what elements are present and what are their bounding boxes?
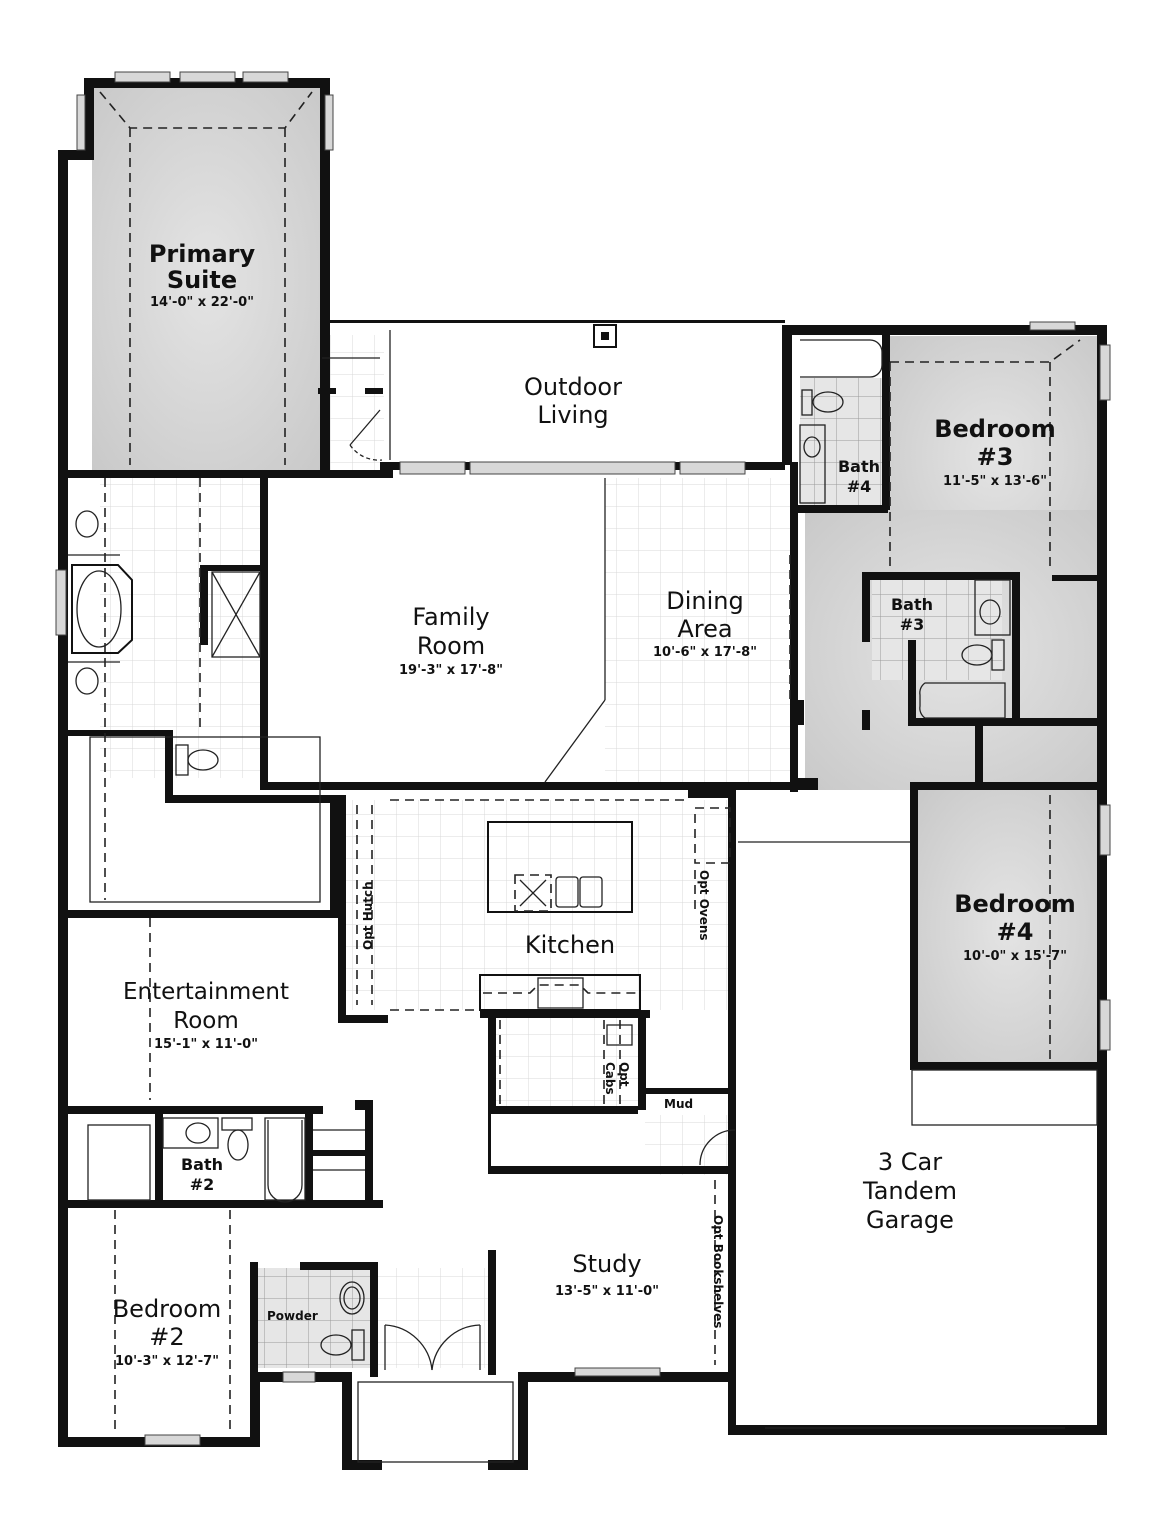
bath3-name-1: Bath	[891, 595, 933, 614]
dining-tile	[605, 478, 790, 783]
bath2-name-2: #2	[190, 1175, 215, 1194]
study-name: Study	[572, 1250, 641, 1278]
dining-name-2: Area	[677, 615, 732, 643]
windows	[55, 71, 1111, 1446]
opt-cabs-label-2: Cabs	[603, 1062, 617, 1095]
bedroom4-name-2: #4	[997, 918, 1034, 946]
room-primary-suite: Primary Suite 14'-0" x 22'-0"	[149, 240, 256, 310]
bedroom4-floor	[918, 790, 1098, 1065]
room-dining: Dining Area 10'-6" x 17'-8"	[653, 587, 757, 660]
outdoor-living-name-1: Outdoor	[524, 373, 622, 401]
bedroom4-name-1: Bedroom	[954, 890, 1076, 918]
opt-ovens-label: Opt Ovens	[697, 870, 711, 941]
dining-dimensions: 10'-6" x 17'-8"	[653, 645, 757, 660]
room-bedroom3: Bedroom #3 11'-5" x 13'-6"	[934, 415, 1056, 489]
primary-bath-tile	[100, 478, 260, 778]
bath4-tile	[800, 378, 885, 508]
study-dimensions: 13'-5" x 11'-0"	[555, 1284, 659, 1299]
bedroom2-name-1: Bedroom	[113, 1295, 222, 1323]
bath3-name-2: #3	[900, 615, 925, 634]
entertainment-dimensions: 15'-1" x 11'-0"	[154, 1037, 258, 1052]
garage-name-2: Tandem	[862, 1177, 957, 1205]
garage-name-1: 3 Car	[878, 1148, 942, 1176]
room-outdoor-living: Outdoor Living	[524, 373, 622, 429]
powder-name: Powder	[267, 1309, 318, 1323]
exterior-walls	[58, 78, 1107, 1470]
room-bath4: Bath #4	[838, 457, 880, 496]
opt-bookshelves-label: Opt Bookshelves	[711, 1215, 725, 1328]
bedroom4-dimensions: 10'-0" x 15'-7"	[963, 949, 1067, 964]
opt-cabs-label-1: Opt	[617, 1062, 631, 1087]
entertainment-name-2: Room	[173, 1008, 239, 1034]
room-kitchen: Kitchen Opt Hutch Opt Ovens	[361, 870, 711, 959]
bath4-name-1: Bath	[838, 457, 880, 476]
room-study: Study 13'-5" x 11'-0" Opt Bookshelves	[555, 1215, 725, 1328]
room-opt-cabs: Opt Cabs	[603, 1062, 631, 1095]
bedroom3-dimensions: 11'-5" x 13'-6"	[943, 474, 1047, 489]
mud-name: Mud	[664, 1097, 693, 1111]
family-room-name-1: Family	[412, 603, 489, 631]
foyer-tile	[375, 1268, 490, 1368]
bath3-tile	[872, 580, 1002, 680]
opt-hutch-label: Opt Hutch	[361, 881, 375, 950]
primary-suite-name-2: Suite	[167, 266, 237, 294]
bedroom2-dimensions: 10'-3" x 12'-7"	[115, 1354, 219, 1369]
kitchen-name: Kitchen	[525, 931, 615, 959]
room-family: Family Room 19'-3" x 17'-8"	[399, 603, 503, 678]
room-mud: Mud	[664, 1097, 693, 1111]
primary-suite-dimensions: 14'-0" x 22'-0"	[150, 295, 254, 310]
powder-tile	[255, 1268, 373, 1368]
dining-name-1: Dining	[666, 587, 743, 615]
room-bath2: Bath #2	[181, 1155, 223, 1194]
garage-name-3: Garage	[866, 1206, 954, 1234]
family-room-name-2: Room	[417, 632, 485, 660]
room-bath3: Bath #3	[891, 595, 933, 634]
bedroom2-name-2: #2	[149, 1323, 184, 1351]
room-bedroom2: Bedroom #2 10'-3" x 12'-7"	[113, 1295, 222, 1369]
family-room-dimensions: 19'-3" x 17'-8"	[399, 663, 503, 678]
primary-suite-name-1: Primary	[149, 240, 256, 268]
room-entertainment: Entertainment Room 15'-1" x 11'-0"	[123, 979, 289, 1052]
bedroom3-name-2: #3	[977, 443, 1014, 471]
laundry-tile	[495, 1015, 645, 1110]
bath2-name-1: Bath	[181, 1155, 223, 1174]
secondary-lines	[68, 91, 1098, 1463]
bath4-name-2: #4	[847, 477, 872, 496]
room-garage: 3 Car Tandem Garage	[862, 1148, 957, 1234]
room-bedroom4: Bedroom #4 10'-0" x 15'-7"	[954, 890, 1076, 964]
bedroom3-name-1: Bedroom	[934, 415, 1056, 443]
utility-tile	[322, 335, 384, 470]
outdoor-living-name-2: Living	[537, 401, 608, 429]
mud-tile	[645, 1115, 735, 1175]
room-powder: Powder	[267, 1309, 318, 1323]
entertainment-name-1: Entertainment	[123, 979, 289, 1005]
